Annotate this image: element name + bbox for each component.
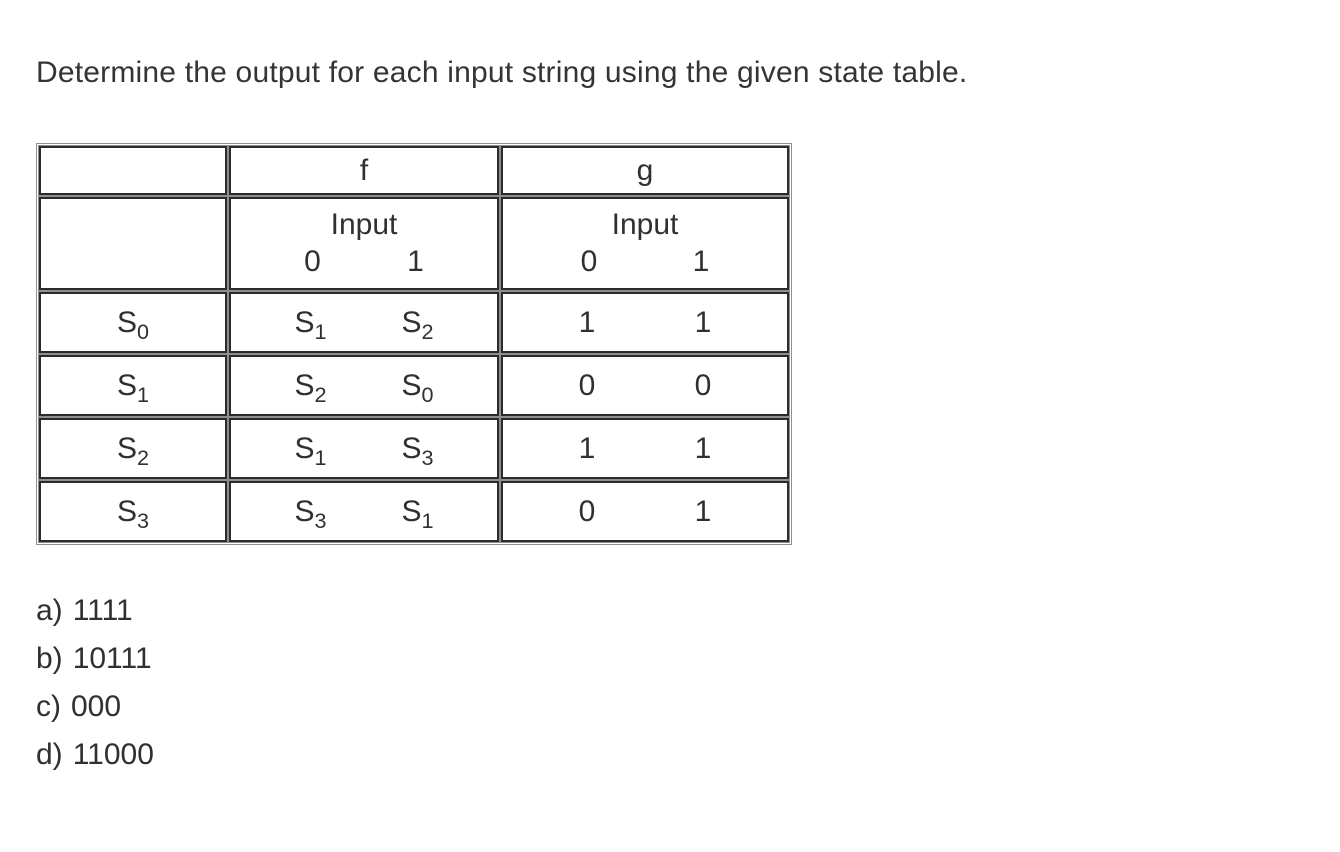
table-corner-cell-top	[38, 145, 228, 196]
output-on-0: 0	[578, 368, 596, 402]
option-a[interactable]: a) 1111	[36, 587, 1300, 635]
option-label: d)	[36, 738, 63, 771]
input-col-0: 0	[304, 245, 321, 278]
output-on-1: 1	[694, 431, 712, 465]
state-cell: S3	[38, 480, 228, 543]
next-state-on-0: S3	[294, 494, 327, 533]
question-page: Determine the output for each input stri…	[36, 56, 1300, 779]
state-label: S3	[116, 494, 150, 533]
f-cell: S1 S3	[228, 417, 500, 480]
next-state-on-1: S2	[401, 305, 434, 344]
next-state-on-1: S0	[401, 368, 434, 407]
output-on-1: 0	[694, 368, 712, 402]
option-value: 1111	[72, 594, 133, 627]
state-cell: S0	[38, 291, 228, 354]
output-on-1: 1	[694, 305, 712, 339]
input-col-1: 1	[407, 245, 424, 278]
option-label: b)	[36, 642, 63, 675]
output-on-0: 1	[578, 431, 596, 465]
f-cell: S3 S1	[228, 480, 500, 543]
f-cell: S2 S0	[228, 354, 500, 417]
option-d[interactable]: d) 11000	[36, 731, 1300, 779]
option-value: 10111	[72, 642, 152, 675]
option-value: 000	[71, 690, 122, 723]
option-b[interactable]: b) 10111	[36, 635, 1300, 683]
input-header-f: Input 0 1	[228, 196, 500, 291]
g-cell: 0 0	[500, 354, 790, 417]
output-on-0: 0	[578, 494, 596, 528]
g-cell: 1 1	[500, 417, 790, 480]
option-label: a)	[36, 594, 63, 627]
state-cell: S2	[38, 417, 228, 480]
g-cell: 0 1	[500, 480, 790, 543]
next-state-on-1: S3	[401, 431, 434, 470]
table-row-s3: S3 S3 S1 0 1	[38, 480, 790, 543]
answer-options: a) 1111 b) 10111 c) 000 d) 11000	[36, 587, 1300, 779]
question-text: Determine the output for each input stri…	[36, 56, 968, 89]
state-label: S0	[116, 305, 150, 344]
next-state-on-0: S1	[294, 305, 327, 344]
table-corner-cell-bottom	[38, 196, 228, 291]
option-label: c)	[36, 690, 61, 723]
col-header-f: f	[228, 145, 500, 196]
input-col-1: 1	[692, 245, 710, 278]
state-cell: S1	[38, 354, 228, 417]
f-cell: S1 S2	[228, 291, 500, 354]
next-state-on-0: S2	[294, 368, 327, 407]
next-state-on-0: S1	[294, 431, 327, 470]
g-cell: 1 1	[500, 291, 790, 354]
input-label: Input	[611, 208, 679, 241]
state-table: f g Input 0 1 Input 0 1	[36, 143, 792, 545]
next-state-on-1: S1	[401, 494, 434, 533]
input-label: Input	[330, 208, 398, 241]
state-label: S2	[116, 431, 150, 470]
table-row-s1: S1 S2 S0 0 0	[38, 354, 790, 417]
option-value: 11000	[72, 738, 154, 771]
output-on-0: 1	[578, 305, 596, 339]
option-c[interactable]: c) 000	[36, 683, 1300, 731]
table-row-s0: S0 S1 S2 1 1	[38, 291, 790, 354]
input-header-g: Input 0 1	[500, 196, 790, 291]
input-header-row: Input 0 1 Input 0 1	[38, 196, 790, 291]
table-row-s2: S2 S1 S3 1 1	[38, 417, 790, 480]
output-on-1: 1	[694, 494, 712, 528]
state-label: S1	[116, 368, 150, 407]
col-header-g: g	[500, 145, 790, 196]
function-header-row: f g	[38, 145, 790, 196]
input-col-0: 0	[580, 245, 598, 278]
